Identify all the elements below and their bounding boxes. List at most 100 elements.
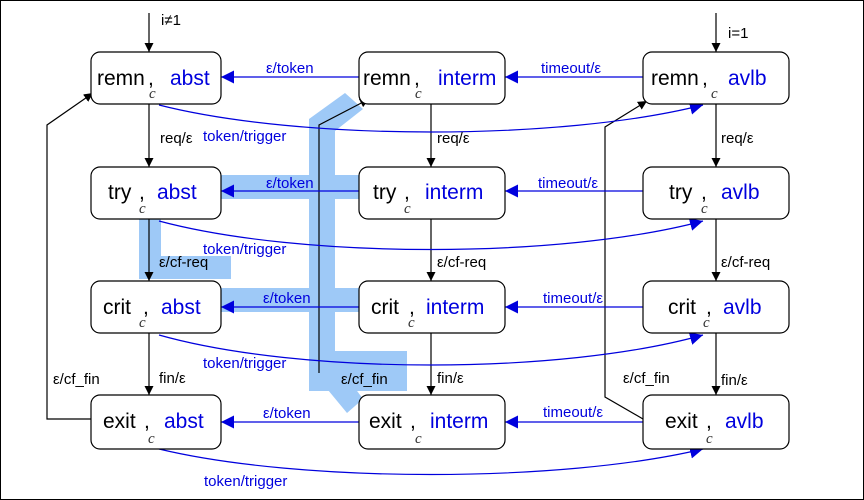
edge-cf-fin-interm (318, 98, 370, 373)
state-separator: , (148, 67, 154, 90)
label-token-remn: ε/token (266, 60, 314, 77)
edge-token-trigger-crit (158, 332, 704, 366)
state-base: try (669, 181, 693, 204)
state-base: crit (371, 296, 399, 319)
state-mode: interm (426, 296, 484, 319)
label-fin-abst: fin/ε (159, 370, 186, 387)
state-separator: , (706, 296, 712, 319)
state-subscript: c (415, 431, 422, 447)
highlight-band-vertical (309, 93, 363, 413)
state-mode: abst (170, 67, 210, 90)
state-exit-abst: exit , c abst (90, 394, 222, 450)
state-subscript: c (148, 431, 155, 447)
state-base: try (108, 181, 132, 204)
label-init-right: i=1 (728, 25, 748, 42)
state-subscript: c (139, 315, 146, 331)
label-timeout-crit: timeout/ε (543, 290, 603, 307)
state-try-abst: try , c abst (90, 166, 222, 220)
highlight-band-cf-req (151, 256, 231, 279)
state-mode: interm (438, 67, 496, 90)
black-edges (46, 13, 721, 420)
state-mode: avlb (723, 296, 762, 319)
label-token-trigger-try: token/trigger (203, 241, 286, 258)
state-base: try (373, 181, 397, 204)
edge-cf-fin-avlb (604, 100, 648, 420)
label-token-trigger-remn: token/trigger (203, 128, 286, 145)
label-token-exit: ε/token (263, 405, 311, 422)
label-fin-interm: fin/ε (437, 370, 464, 387)
state-subscript: c (408, 315, 415, 331)
state-base: crit (103, 296, 131, 319)
state-base: exit (665, 410, 698, 433)
state-mode: abst (157, 181, 197, 204)
state-mode: avlb (725, 410, 764, 433)
state-separator: , (143, 296, 149, 319)
label-token-trigger-crit: token/trigger (203, 355, 286, 372)
label-cf-fin-abst: ε/cf_fin (53, 371, 100, 388)
edge-cf-fin-abst (46, 92, 94, 420)
state-subscript: c (701, 201, 708, 217)
label-init-left: i≠1 (161, 12, 181, 29)
state-remn-abst: remn , c abst (90, 51, 222, 105)
state-separator: , (701, 181, 707, 204)
label-timeout-try: timeout/ε (538, 175, 598, 192)
highlight-band-crit (221, 288, 363, 312)
label-token-try: ε/token (266, 175, 314, 192)
label-cf-req-interm: ε/cf-req (437, 254, 486, 271)
state-base: remn (363, 67, 411, 90)
state-base: remn (97, 67, 145, 90)
state-mode: avlb (728, 67, 767, 90)
edge-token-trigger-exit (158, 445, 704, 476)
state-subscript: c (415, 86, 422, 102)
state-separator: , (414, 67, 420, 90)
highlight-path (139, 93, 407, 413)
highlight-band-try (221, 175, 363, 199)
label-timeout-remn: timeout/ε (541, 60, 601, 77)
state-separator: , (706, 410, 712, 433)
label-timeout-exit: timeout/ε (543, 404, 603, 421)
label-cf-fin-interm: ε/cf_fin (341, 371, 388, 388)
state-mode: abst (164, 410, 204, 433)
state-subscript: c (706, 431, 713, 447)
edge-token-trigger-remn (158, 101, 704, 133)
state-crit-avlb: crit , c avlb (642, 280, 790, 334)
state-separator: , (410, 410, 416, 433)
state-subscript: c (711, 86, 718, 102)
state-subscript: c (149, 86, 156, 102)
state-mode: avlb (721, 181, 760, 204)
blue-edges (158, 70, 704, 476)
state-remn-interm: remn , c interm (358, 51, 506, 105)
edge-token-trigger-try (158, 218, 704, 251)
state-separator: , (404, 181, 410, 204)
state-base: remn (651, 67, 699, 90)
state-mode: interm (425, 181, 483, 204)
state-exit-interm: exit , c interm (358, 394, 506, 450)
state-mode: abst (161, 296, 201, 319)
label-fin-avlb: fin/ε (721, 372, 748, 389)
state-try-avlb: try , c avlb (642, 166, 790, 220)
state-try-interm: try , c interm (358, 166, 506, 220)
state-base: exit (369, 410, 402, 433)
edge-labels: i≠1 i=1 ε/token ε/token ε/token ε/token … (53, 12, 770, 490)
state-subscript: c (703, 315, 710, 331)
state-mode: interm (430, 410, 488, 433)
state-crit-interm: crit , c interm (358, 280, 506, 334)
state-exit-avlb: exit , c avlb (642, 394, 790, 450)
state-separator: , (139, 181, 145, 204)
label-req-avlb: req/ε (721, 130, 754, 147)
label-cf-req-abst: ε/cf-req (159, 254, 208, 271)
state-separator: , (702, 67, 708, 90)
label-cf-fin-avlb: ε/cf_fin (623, 370, 670, 387)
state-subscript: c (404, 201, 411, 217)
label-req-abst: req/ε (160, 130, 193, 147)
state-separator: , (144, 410, 150, 433)
state-separator: , (409, 296, 415, 319)
state-remn-avlb: remn , c avlb (642, 51, 790, 105)
state-subscript: c (139, 201, 146, 217)
label-cf-req-avlb: ε/cf-req (721, 254, 770, 271)
state-base: exit (103, 410, 136, 433)
label-token-crit: ε/token (263, 290, 311, 307)
label-token-trigger-exit: token/trigger (204, 473, 287, 490)
